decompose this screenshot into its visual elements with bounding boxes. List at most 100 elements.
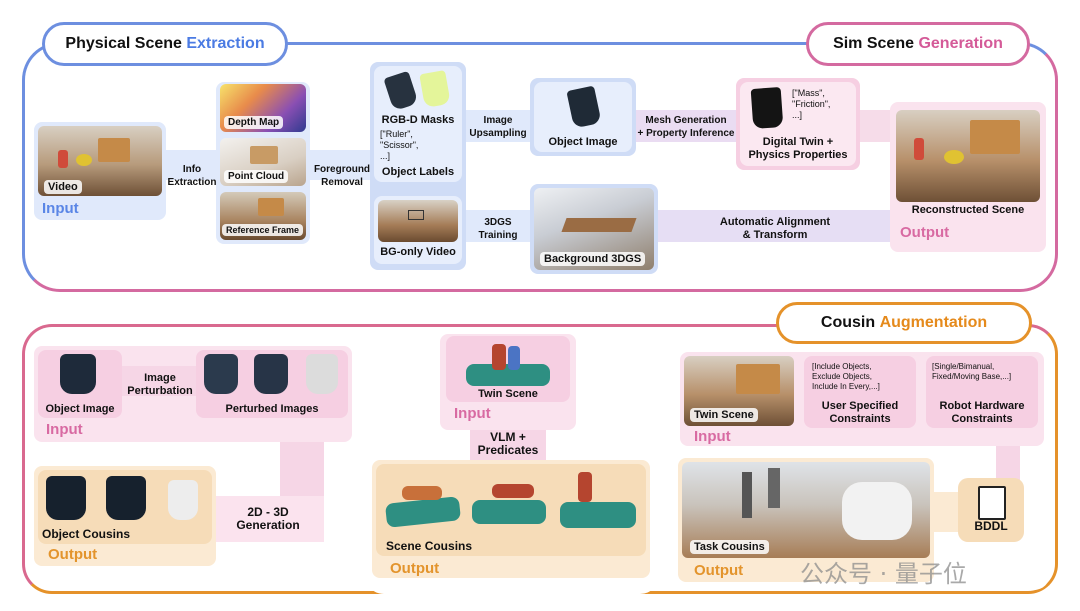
perturbed-mug-3 <box>306 354 338 394</box>
cousin-mug-1 <box>46 476 86 520</box>
depth-map-image: Depth Map <box>220 84 306 132</box>
bg-only-video-image <box>378 200 458 242</box>
bddl-label: BDDL <box>974 519 1008 533</box>
bg-marker <box>408 210 424 220</box>
automatic-alignment-label: Automatic Alignment & Transform <box>719 216 831 241</box>
digital-twin-label: Digital Twin + Physics Properties <box>748 136 848 161</box>
bg-only-video-label: BG-only Video <box>380 246 456 258</box>
reference-frame-label: Reference Frame <box>222 224 304 236</box>
bddl-box: BDDL <box>958 478 1024 542</box>
connector <box>996 446 1020 482</box>
connector <box>463 210 535 242</box>
recon-bowl <box>944 150 964 164</box>
input-label: Input <box>46 421 83 438</box>
title-part1: Physical Scene <box>65 35 182 52</box>
physics-props-list: ["Mass", "Friction", ...] <box>792 88 831 120</box>
title-part1: Cousin <box>820 314 876 331</box>
connector <box>470 430 546 462</box>
recon-shelf <box>970 120 1020 154</box>
input-label: Input <box>42 200 79 217</box>
perturbed-mug-1 <box>204 354 238 394</box>
bottle-image <box>492 344 506 370</box>
input-label: Input <box>454 405 491 422</box>
object-labels-label: Object Labels <box>381 166 455 178</box>
task-shelf <box>736 364 780 394</box>
twin-cup-image <box>750 87 784 129</box>
video-thumbnail: Video <box>38 126 162 196</box>
connector <box>214 496 324 542</box>
object-cup-image <box>566 85 602 129</box>
point-cloud-shelf <box>250 146 278 164</box>
sim-scene-generation-title: Sim Scene Generation <box>806 22 1030 66</box>
digital-twin-inner: ["Mass", "Friction", ...] Digital Twin +… <box>740 82 856 166</box>
scene-cousin-tray-2 <box>472 500 546 524</box>
recon-bottle <box>914 138 924 160</box>
scene-cousins-card: Scene Cousins <box>376 464 646 556</box>
sim-scene-frame <box>22 42 1058 292</box>
task-cousins-image: Task Cousins <box>682 462 930 558</box>
robot-arm-right <box>768 468 780 508</box>
scene-output-box: Scene Cousins Output <box>372 460 650 578</box>
physical-scene-extraction-title: Physical Scene Extraction <box>42 22 288 66</box>
point-cloud-label: Point Cloud <box>224 170 289 183</box>
scene-cousin-food-2 <box>492 484 534 498</box>
digital-twin-box: ["Mass", "Friction", ...] Digital Twin +… <box>736 78 860 170</box>
tray-image <box>466 364 550 386</box>
mesh-generation-label: Mesh Generation + Property Inference <box>637 115 735 139</box>
object-cousins-label: Object Cousins <box>42 527 131 541</box>
object-image-label: Object Image <box>45 403 115 415</box>
scene-cousin-tray-1 <box>384 496 462 528</box>
connector <box>632 110 740 142</box>
connector <box>463 110 535 142</box>
scene-cousin-food-1 <box>402 486 442 500</box>
depth-map-label: Depth Map <box>224 116 284 129</box>
table-image <box>561 218 637 232</box>
watermark: 公众号 · 量子位 <box>800 560 967 588</box>
output-label: Output <box>900 224 950 241</box>
object-image-label: Object Image <box>548 136 618 148</box>
title-part2: Generation <box>918 35 1003 52</box>
connector <box>308 150 378 180</box>
twin-scene-input-box: Twin Scene Input <box>440 334 576 430</box>
yellow-cup-mask <box>419 70 451 108</box>
hardware-constraints-card: [Single/Bimanual, Fixed/Moving Base,...]… <box>926 356 1038 428</box>
scene-cousin-bottle-3 <box>578 472 592 502</box>
object-image-box: Object Image <box>530 78 636 156</box>
bowl-image <box>76 154 92 166</box>
twin-scene-label: Twin Scene <box>690 408 758 422</box>
perturbed-images-card: Perturbed Images <box>196 350 348 418</box>
robot-body <box>842 482 912 540</box>
foreground-removal-label: Foreground Removal <box>313 164 371 188</box>
rgbd-masks-box: RGB-D Masks ["Ruler", "Scissor", ...] Ob… <box>374 66 462 182</box>
title-part2: Extraction <box>186 35 265 52</box>
bottle-image <box>58 150 68 168</box>
perturbed-mug-2 <box>254 354 288 394</box>
masks-column: RGB-D Masks ["Ruler", "Scissor", ...] Ob… <box>370 62 466 270</box>
jar-image <box>508 346 520 370</box>
cousin-cup-3 <box>168 480 198 520</box>
hardware-constraints-label: Robot Hardware Constraints <box>939 400 1025 425</box>
title-part2: Augmentation <box>879 314 988 331</box>
object-image-inner: Object Image <box>534 82 632 152</box>
connector <box>280 442 324 502</box>
perturbed-images-label: Perturbed Images <box>225 403 319 415</box>
reconstructed-scene-box: Reconstructed Scene Output <box>890 102 1046 252</box>
scene-cousin-tray-3 <box>560 502 636 528</box>
object-output-box: Object Cousins Output <box>34 466 216 566</box>
video-label: Video <box>44 180 82 194</box>
user-constraints-list: [Include Objects, Exclude Objects, Inclu… <box>812 362 880 391</box>
reference-frame-image: Reference Frame <box>220 192 306 240</box>
scene-cousins-label: Scene Cousins <box>386 539 473 553</box>
connector <box>160 150 220 180</box>
bddl-document-icon <box>978 486 1006 520</box>
object-cousins-card: Object Cousins <box>38 470 212 544</box>
shelf-image <box>98 138 130 162</box>
extraction-column: Depth Map Point Cloud Reference Frame <box>216 82 310 244</box>
connector <box>932 492 962 532</box>
point-cloud-image: Point Cloud <box>220 138 306 186</box>
input-label: Input <box>694 428 731 445</box>
user-constraints-card: [Include Objects, Exclude Objects, Inclu… <box>804 356 916 428</box>
task-twin-scene-image: Twin Scene <box>684 356 794 426</box>
2d-3d-generation-label: 2D - 3D Generation <box>236 505 300 532</box>
task-cousins-label: Task Cousins <box>690 540 769 554</box>
